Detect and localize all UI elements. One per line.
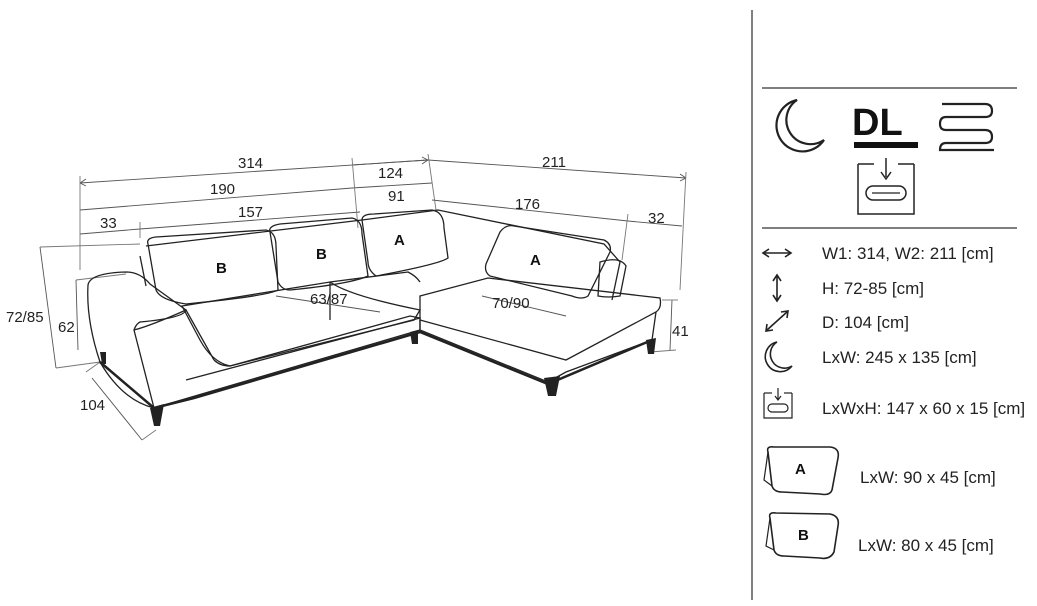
- spec-height: H: 72-85 [cm]: [822, 279, 924, 298]
- sofa-diagram: B B A A 314 124 211 190 91 176 33 157 32…: [6, 153, 689, 441]
- cushion-b-right: [269, 217, 369, 291]
- dim-104: 104: [80, 397, 105, 414]
- dim-211: 211: [542, 154, 566, 171]
- height-arrow-icon: [772, 273, 782, 303]
- spec-width: W1: 314, W2: 211 [cm]: [822, 244, 994, 263]
- spec-cushion-b: LxW: 80 x 45 [cm]: [858, 536, 994, 555]
- width-arrow-icon: [761, 248, 793, 258]
- cushion-a-right: [484, 224, 612, 299]
- depth-arrow-icon: [765, 310, 789, 332]
- back-cushions: [147, 209, 612, 305]
- spec-storage: LxWxH: 147 x 60 x 15 [cm]: [822, 399, 1025, 418]
- spec-panel: DL W1: 314, W2: 211 [cm] H: 72-85 [cm] D…: [751, 10, 1025, 600]
- cushion-letter-a2: A: [530, 252, 541, 269]
- dimension-lines: [39, 153, 687, 441]
- dim-314: 314: [238, 155, 263, 172]
- dim-33: 33: [100, 215, 117, 232]
- cushion-letter-b2: B: [316, 246, 327, 263]
- dim-176: 176: [515, 196, 540, 213]
- legend-letter-a: A: [795, 461, 806, 478]
- dim-62: 62: [58, 319, 75, 336]
- cushion-b-left: [147, 229, 279, 305]
- dl-badge-label: DL: [852, 102, 903, 144]
- cushion-a-left: [361, 209, 449, 277]
- dim-124: 124: [378, 165, 403, 182]
- cushion-a-icon: A: [763, 446, 840, 496]
- sofa-body: [87, 209, 662, 426]
- storage-small-icon: [763, 388, 793, 419]
- cushion-b-icon: B: [765, 512, 840, 560]
- dim-190: 190: [210, 181, 235, 198]
- dl-badge-icon: DL: [852, 102, 918, 148]
- cushion-letter-a1: A: [394, 232, 405, 249]
- spring-icon: [938, 102, 994, 152]
- moon-icon: [775, 98, 825, 153]
- dim-91: 91: [388, 188, 405, 205]
- storage-icon: [857, 158, 915, 215]
- spec-cushion-a: LxW: 90 x 45 [cm]: [860, 468, 996, 487]
- dim-41: 41: [672, 323, 689, 340]
- sleep-moon-icon: [764, 341, 793, 373]
- dim-63-87: 63/87: [310, 291, 348, 308]
- dim-72-85: 72/85: [6, 309, 44, 326]
- dim-157: 157: [238, 204, 263, 221]
- spec-sleep-area: LxW: 245 x 135 [cm]: [822, 348, 977, 367]
- dim-70-90: 70/90: [492, 295, 530, 312]
- spec-depth: D: 104 [cm]: [822, 313, 909, 332]
- cushion-letter-b1: B: [216, 260, 227, 277]
- dim-32: 32: [648, 210, 665, 227]
- legend-letter-b: B: [798, 527, 809, 544]
